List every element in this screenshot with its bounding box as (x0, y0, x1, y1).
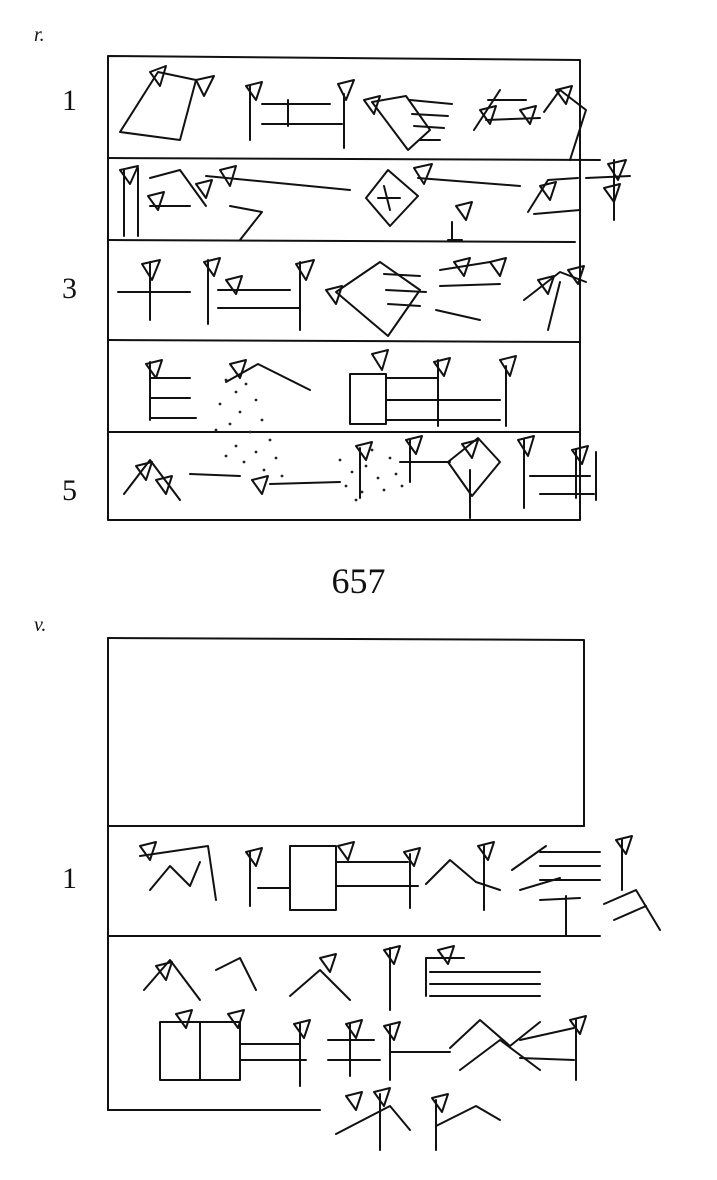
obverse-line-5-signs (123, 435, 597, 519)
obverse-line-2-signs (119, 159, 631, 241)
reverse-line-1-signs (139, 835, 661, 937)
obverse-line-number-5: 5 (62, 474, 77, 507)
reverse-line-4-signs (335, 1087, 501, 1151)
obverse-label: r. (34, 24, 45, 46)
reverse-label: v. (34, 614, 47, 636)
obverse-damage-stippling (214, 378, 404, 502)
obverse-frame (107, 55, 601, 521)
tablet-number: 657 (331, 561, 386, 601)
obverse-line-4-signs (145, 349, 517, 427)
reverse-line-number-1: 1 (62, 862, 77, 895)
reverse-line-2-signs (143, 945, 541, 1011)
reverse-line-3-signs (159, 1009, 587, 1087)
obverse-line-number-1: 1 (62, 84, 77, 117)
obverse-line-3-signs (117, 257, 587, 337)
obverse-line-1-signs (119, 65, 587, 161)
obverse-line-number-3: 3 (62, 272, 77, 305)
